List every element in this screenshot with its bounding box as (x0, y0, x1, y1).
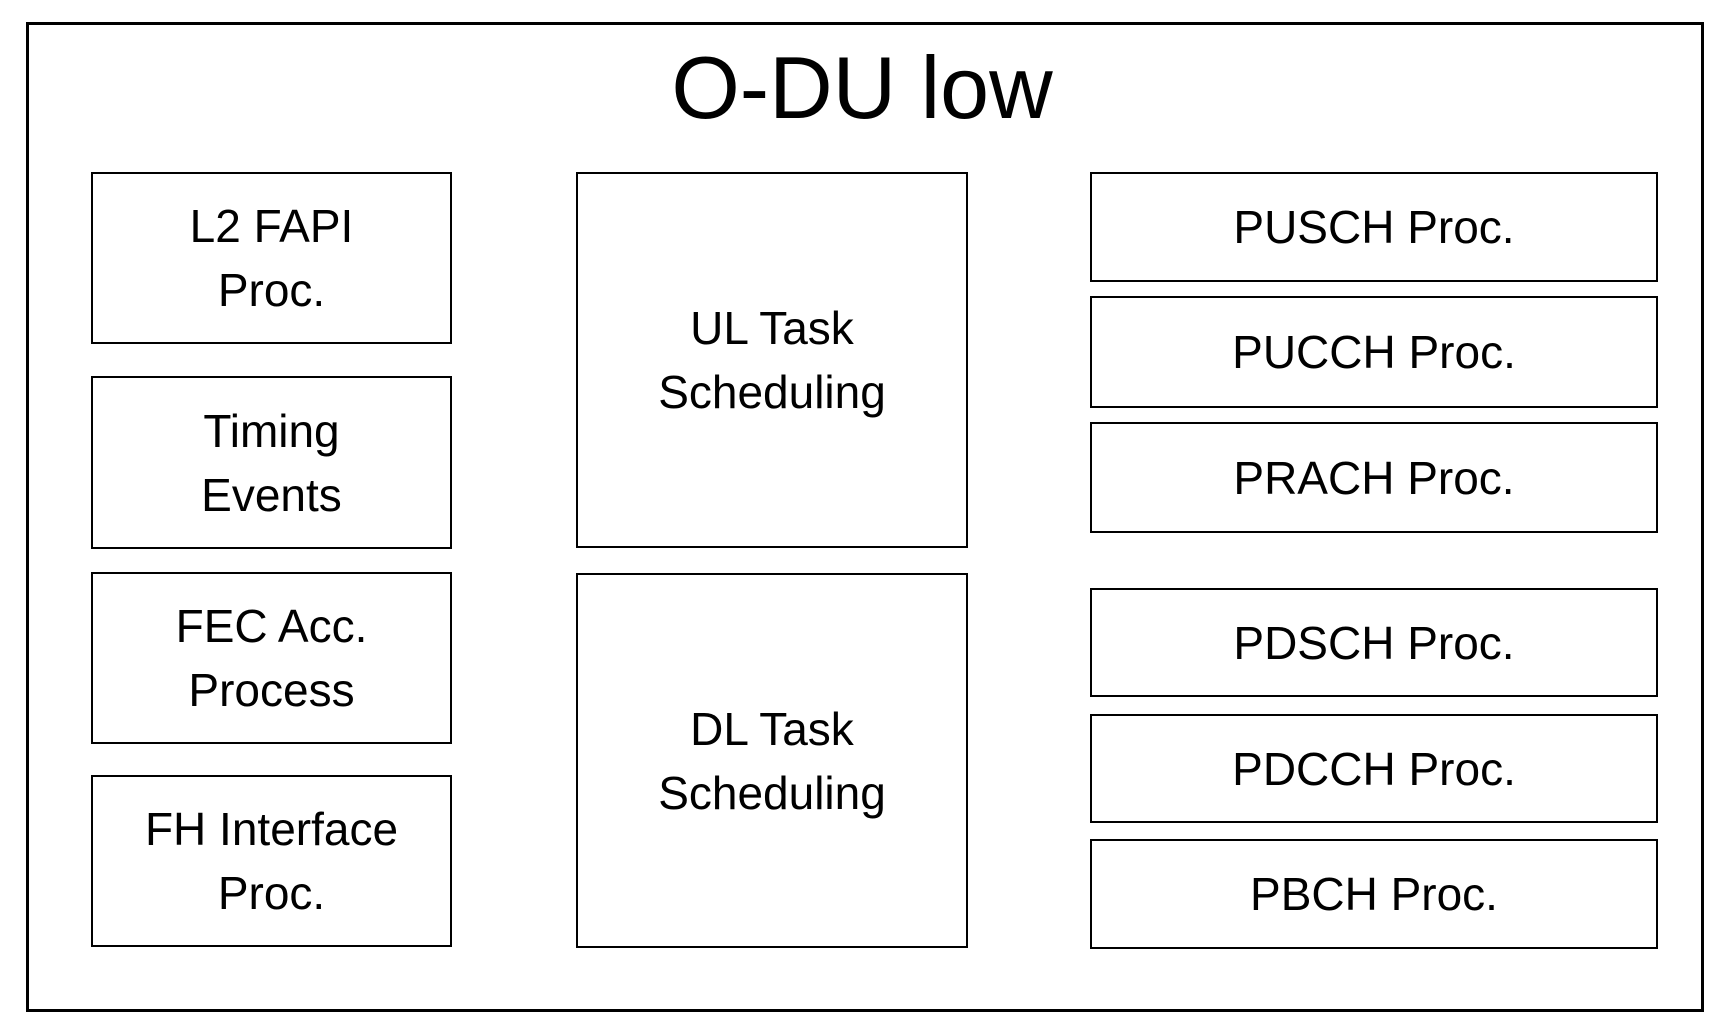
diagram-title: O-DU low (671, 38, 1053, 137)
box-fec-acc-process: FEC Acc. Process (91, 572, 452, 744)
box-label-line: PRACH Proc. (1233, 451, 1515, 504)
box-label-line: PDCCH Proc. (1232, 742, 1516, 795)
box-pbch-proc: PBCH Proc. (1090, 839, 1658, 949)
box-prach-proc: PRACH Proc. (1090, 422, 1658, 533)
box-pdsch-proc: PDSCH Proc. (1090, 588, 1658, 697)
box-label-line: Scheduling (658, 766, 886, 819)
box-label-line: PDSCH Proc. (1233, 616, 1515, 669)
box-label-line: PUSCH Proc. (1233, 201, 1515, 253)
box-label-line: Proc. (217, 264, 326, 316)
box-pusch-proc: PUSCH Proc. (1090, 172, 1658, 282)
box-label-line: Events (201, 468, 342, 521)
box-label-line: FEC Acc. (175, 600, 368, 652)
box-dl-task-scheduling: DL Task Scheduling (576, 573, 968, 948)
box-label-line: FH Interface (144, 803, 399, 855)
box-ul-task-scheduling: UL Task Scheduling (576, 172, 968, 548)
box-label-line: Scheduling (658, 366, 886, 418)
box-label-line: Proc. (217, 867, 326, 919)
box-label-line: DL Task (690, 702, 854, 755)
box-label-line: PBCH Proc. (1250, 868, 1498, 920)
box-label-line: PUCCH Proc. (1232, 326, 1516, 378)
box-pucch-proc: PUCCH Proc. (1090, 296, 1658, 408)
box-timing-events: Timing Events (91, 376, 452, 549)
box-label-line: Timing (203, 404, 340, 457)
box-pdcch-proc: PDCCH Proc. (1090, 714, 1658, 823)
box-label-line: L2 FAPI (189, 200, 354, 252)
box-fh-interface-proc: FH Interface Proc. (91, 775, 452, 947)
box-l2-fapi-proc: L2 FAPI Proc. (91, 172, 452, 344)
box-label-line: Process (188, 664, 355, 716)
box-label-line: UL Task (690, 302, 854, 354)
